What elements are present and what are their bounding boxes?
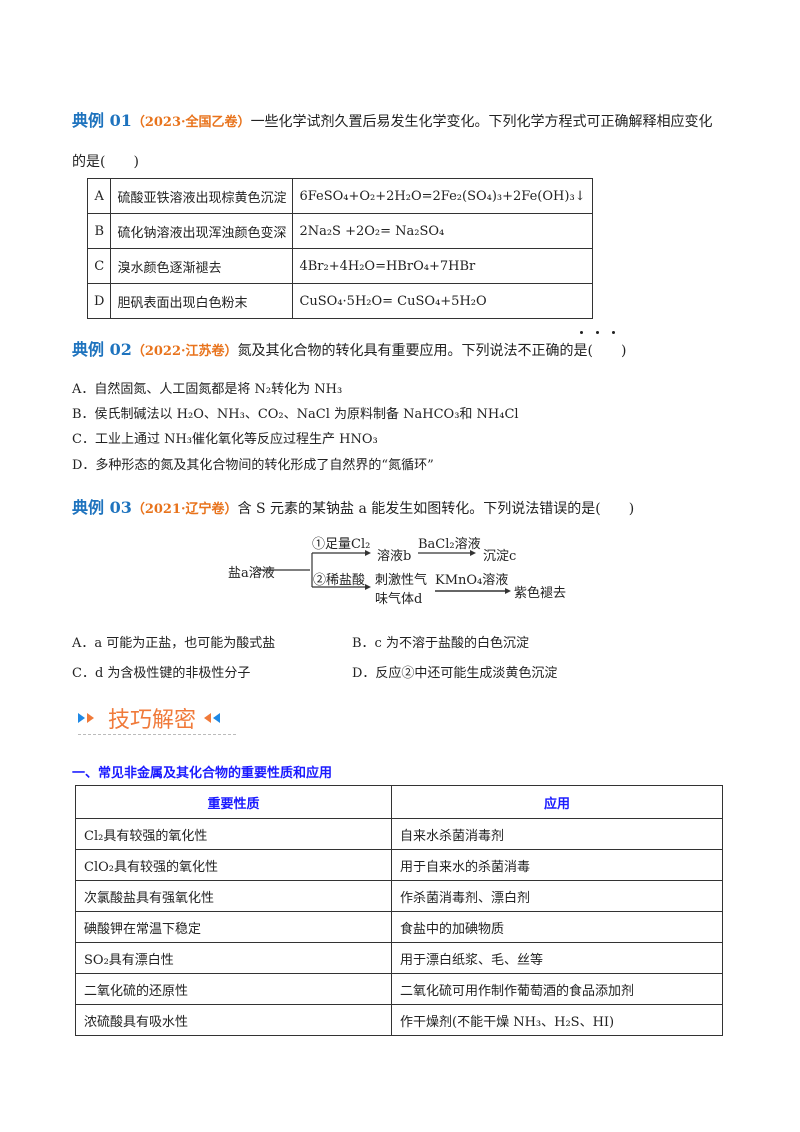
example-label: 典例 02 [72, 340, 132, 359]
result-label: 紫色褪去 [514, 586, 567, 601]
table-row: SO₂具有漂白性用于漂白纸浆、毛、丝等 [75, 942, 723, 974]
equation-cell: 4Br₂+4H₂O=HBrO₄+7HBr [292, 248, 593, 284]
application-cell: 二氧化硫可用作制作葡萄酒的食品添加剂 [391, 973, 723, 1005]
property-cell: ClO₂具有较强的氧化性 [75, 849, 392, 881]
solution-b: 溶液b [377, 549, 412, 564]
table-row: 二氧化硫的还原性二氧化硫可用作制作葡萄酒的食品添加剂 [75, 973, 723, 1005]
question-text: 一些化学试剂久置后易发生化学变化。下列化学方程式可正确解释相应变化 [250, 114, 713, 130]
table-header-row: 重要性质应用 [75, 785, 723, 819]
question-continuation: 的是( ) [72, 154, 139, 170]
application-cell: 用于自来水的杀菌消毒 [391, 849, 723, 881]
kmno4-label: KMnO₄溶液 [435, 573, 509, 588]
application-cell: 作干燥剂(不能干燥 NH₃、H₂S、HI) [391, 1004, 723, 1036]
option-a: A．自然固氮、人工固氮都是将 N₂转化为 NH₃ [72, 382, 343, 397]
emphasis-dot [580, 331, 583, 334]
right-arrows-icon [78, 713, 94, 723]
divider [78, 734, 236, 735]
property-cell: 碘酸钾在常温下稳定 [75, 911, 392, 943]
option-letter: A [86, 178, 112, 214]
phenomenon-cell: 硫化钠溶液出现浑浊颜色变深 [110, 213, 294, 249]
bacl2-label: BaCl₂溶液 [418, 537, 481, 552]
example-source: （2022·江苏卷） [131, 344, 238, 359]
option-letter: B [86, 213, 112, 249]
option-b: B．c 为不溶于盐酸的白色沉淀 [352, 636, 529, 651]
table-row: 碘酸钾在常温下稳定食盐中的加碘物质 [75, 911, 723, 943]
question-text: 含 S 元素的某钠盐 a 能发生如图转化。下列说法错误的是( ) [237, 501, 635, 517]
properties-table: 重要性质应用 Cl₂具有较强的氧化性自来水杀菌消毒剂 ClO₂具有较强的氧化性用… [75, 785, 723, 1036]
example-label: 典例 01 [72, 111, 132, 130]
table-row: ClO₂具有较强的氧化性用于自来水的杀菌消毒 [75, 849, 723, 881]
gas-d-line2: 味气体d [375, 592, 423, 607]
property-cell: 二氧化硫的还原性 [75, 973, 392, 1005]
application-cell: 食盐中的加碘物质 [391, 911, 723, 943]
application-cell: 用于漂白纸浆、毛、丝等 [391, 942, 723, 974]
table-row: Cl₂具有较强的氧化性自来水杀菌消毒剂 [75, 818, 723, 850]
skills-title: 技巧解密 [108, 708, 197, 733]
example-01-heading: 典例 01（2023·全国乙卷）一些化学试剂久置后易发生化学变化。下列化学方程式… [72, 107, 713, 131]
section-heading: 一、常见非金属及其化合物的重要性质和应用 [72, 766, 333, 781]
phenomenon-cell: 溴水颜色逐渐褪去 [110, 248, 294, 284]
example-02-heading: 典例 02（2022·江苏卷）氮及其化合物的转化具有重要应用。下列说法不正确的是… [72, 336, 627, 360]
step1-label: ①足量Cl₂ [312, 537, 371, 552]
application-cell: 自来水杀菌消毒剂 [391, 818, 723, 850]
emphasis-dot [612, 331, 615, 334]
table-row: 次氯酸盐具有强氧化性作杀菌消毒剂、漂白剂 [75, 880, 723, 912]
option-d: D．多种形态的氮及其化合物间的转化形成了自然界的“氮循环” [72, 458, 434, 473]
equation-cell: 2Na₂S +2O₂= Na₂SO₄ [292, 213, 593, 249]
precipitate-c: 沉淀c [483, 549, 517, 564]
gas-d-line1: 刺激性气 [375, 573, 428, 588]
option-b: B．侯氏制碱法以 H₂O、NH₃、CO₂、NaCl 为原料制备 NaHCO₃和 … [72, 407, 519, 422]
table-row: 浓硫酸具有吸水性作干燥剂(不能干燥 NH₃、H₂S、HI) [75, 1004, 723, 1036]
phenomenon-cell: 胆矾表面出现白色粉末 [110, 283, 294, 319]
option-letter: C [86, 248, 112, 284]
option-d: D．反应②中还可能生成淡黄色沉淀 [352, 666, 558, 681]
option-a: A．a 可能为正盐，也可能为酸式盐 [72, 636, 276, 651]
example-source: （2023·全国乙卷） [131, 115, 251, 130]
step2-label: ②稀盐酸 [313, 573, 366, 588]
property-cell: 次氯酸盐具有强氧化性 [75, 880, 392, 912]
option-letter: D [86, 283, 112, 319]
diagram-arrows [257, 550, 511, 594]
option-c: C．d 为含极性键的非极性分子 [72, 666, 251, 681]
example-source: （2021·辽宁卷） [131, 502, 238, 517]
column-header: 重要性质 [75, 785, 392, 819]
column-header: 应用 [391, 785, 723, 819]
property-cell: Cl₂具有较强的氧化性 [75, 818, 392, 850]
emphasis-dot [596, 331, 599, 334]
example-label: 典例 03 [72, 498, 132, 517]
phenomenon-cell: 硫酸亚铁溶液出现棕黄色沉淀 [110, 178, 294, 214]
conversion-diagram: 盐a溶液 ①足量Cl₂ 溶液b BaCl₂溶液 沉淀c ②稀盐酸 刺激性气 味气… [200, 520, 620, 610]
option-c: C．工业上通过 NH₃催化氧化等反应过程生产 HNO₃ [72, 432, 378, 447]
skills-header: 技巧解密 [78, 703, 226, 733]
application-cell: 作杀菌消毒剂、漂白剂 [391, 880, 723, 912]
start-salt-a: 盐a溶液 [228, 566, 275, 581]
equation-cell: 6FeSO₄+O₂+2H₂O=2Fe₂(SO₄)₃+2Fe(OH)₃↓ [292, 178, 593, 214]
question-text: 氮及其化合物的转化具有重要应用。下列说法不正确的是( ) [237, 343, 627, 359]
property-cell: 浓硫酸具有吸水性 [75, 1004, 392, 1036]
property-cell: SO₂具有漂白性 [75, 942, 392, 974]
example-03-heading: 典例 03（2021·辽宁卷）含 S 元素的某钠盐 a 能发生如图转化。下列说法… [72, 494, 634, 518]
left-arrows-icon [204, 713, 221, 723]
equation-cell: CuSO₄·5H₂O= CuSO₄+5H₂O [292, 283, 593, 319]
